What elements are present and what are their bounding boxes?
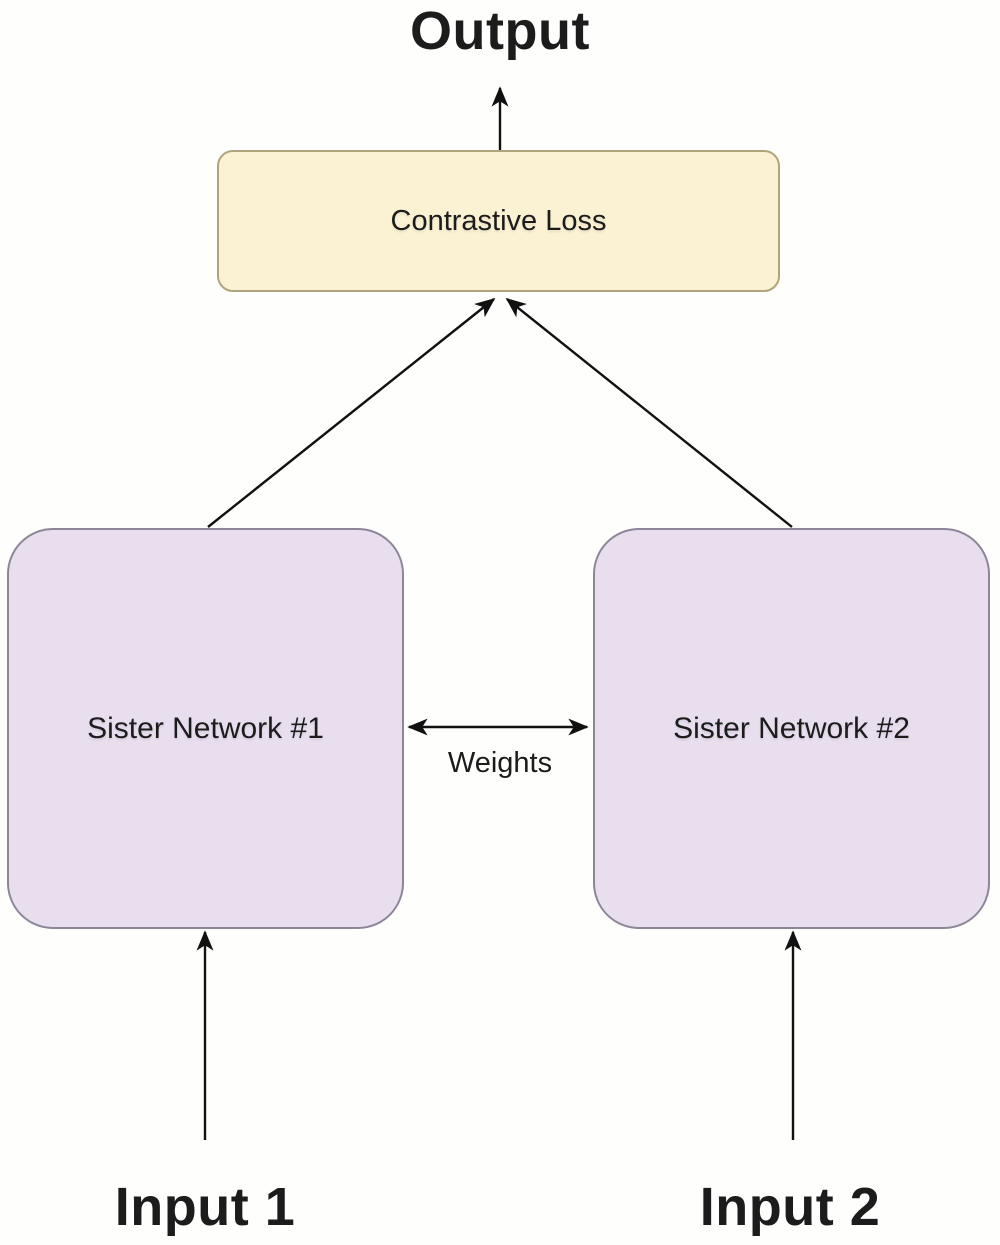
output-label: Output (410, 1, 590, 61)
arrow-sister2-to-loss (505, 297, 793, 528)
contrastive-loss-label: Contrastive Loss (390, 204, 607, 237)
sister-network-2-label: Sister Network #2 (673, 711, 910, 745)
node-contrastive-loss: Contrastive Loss (217, 150, 780, 292)
input1-label: Input 1 (114, 1177, 296, 1237)
node-sister-network-2: Sister Network #2 (593, 528, 990, 929)
input2-label: Input 2 (699, 1177, 881, 1237)
arrow-sister1-to-loss (207, 297, 496, 528)
node-sister-network-1: Sister Network #1 (7, 528, 404, 929)
sister-network-1-label: Sister Network #1 (87, 711, 324, 745)
weights-edge-label: Weights (447, 747, 553, 779)
